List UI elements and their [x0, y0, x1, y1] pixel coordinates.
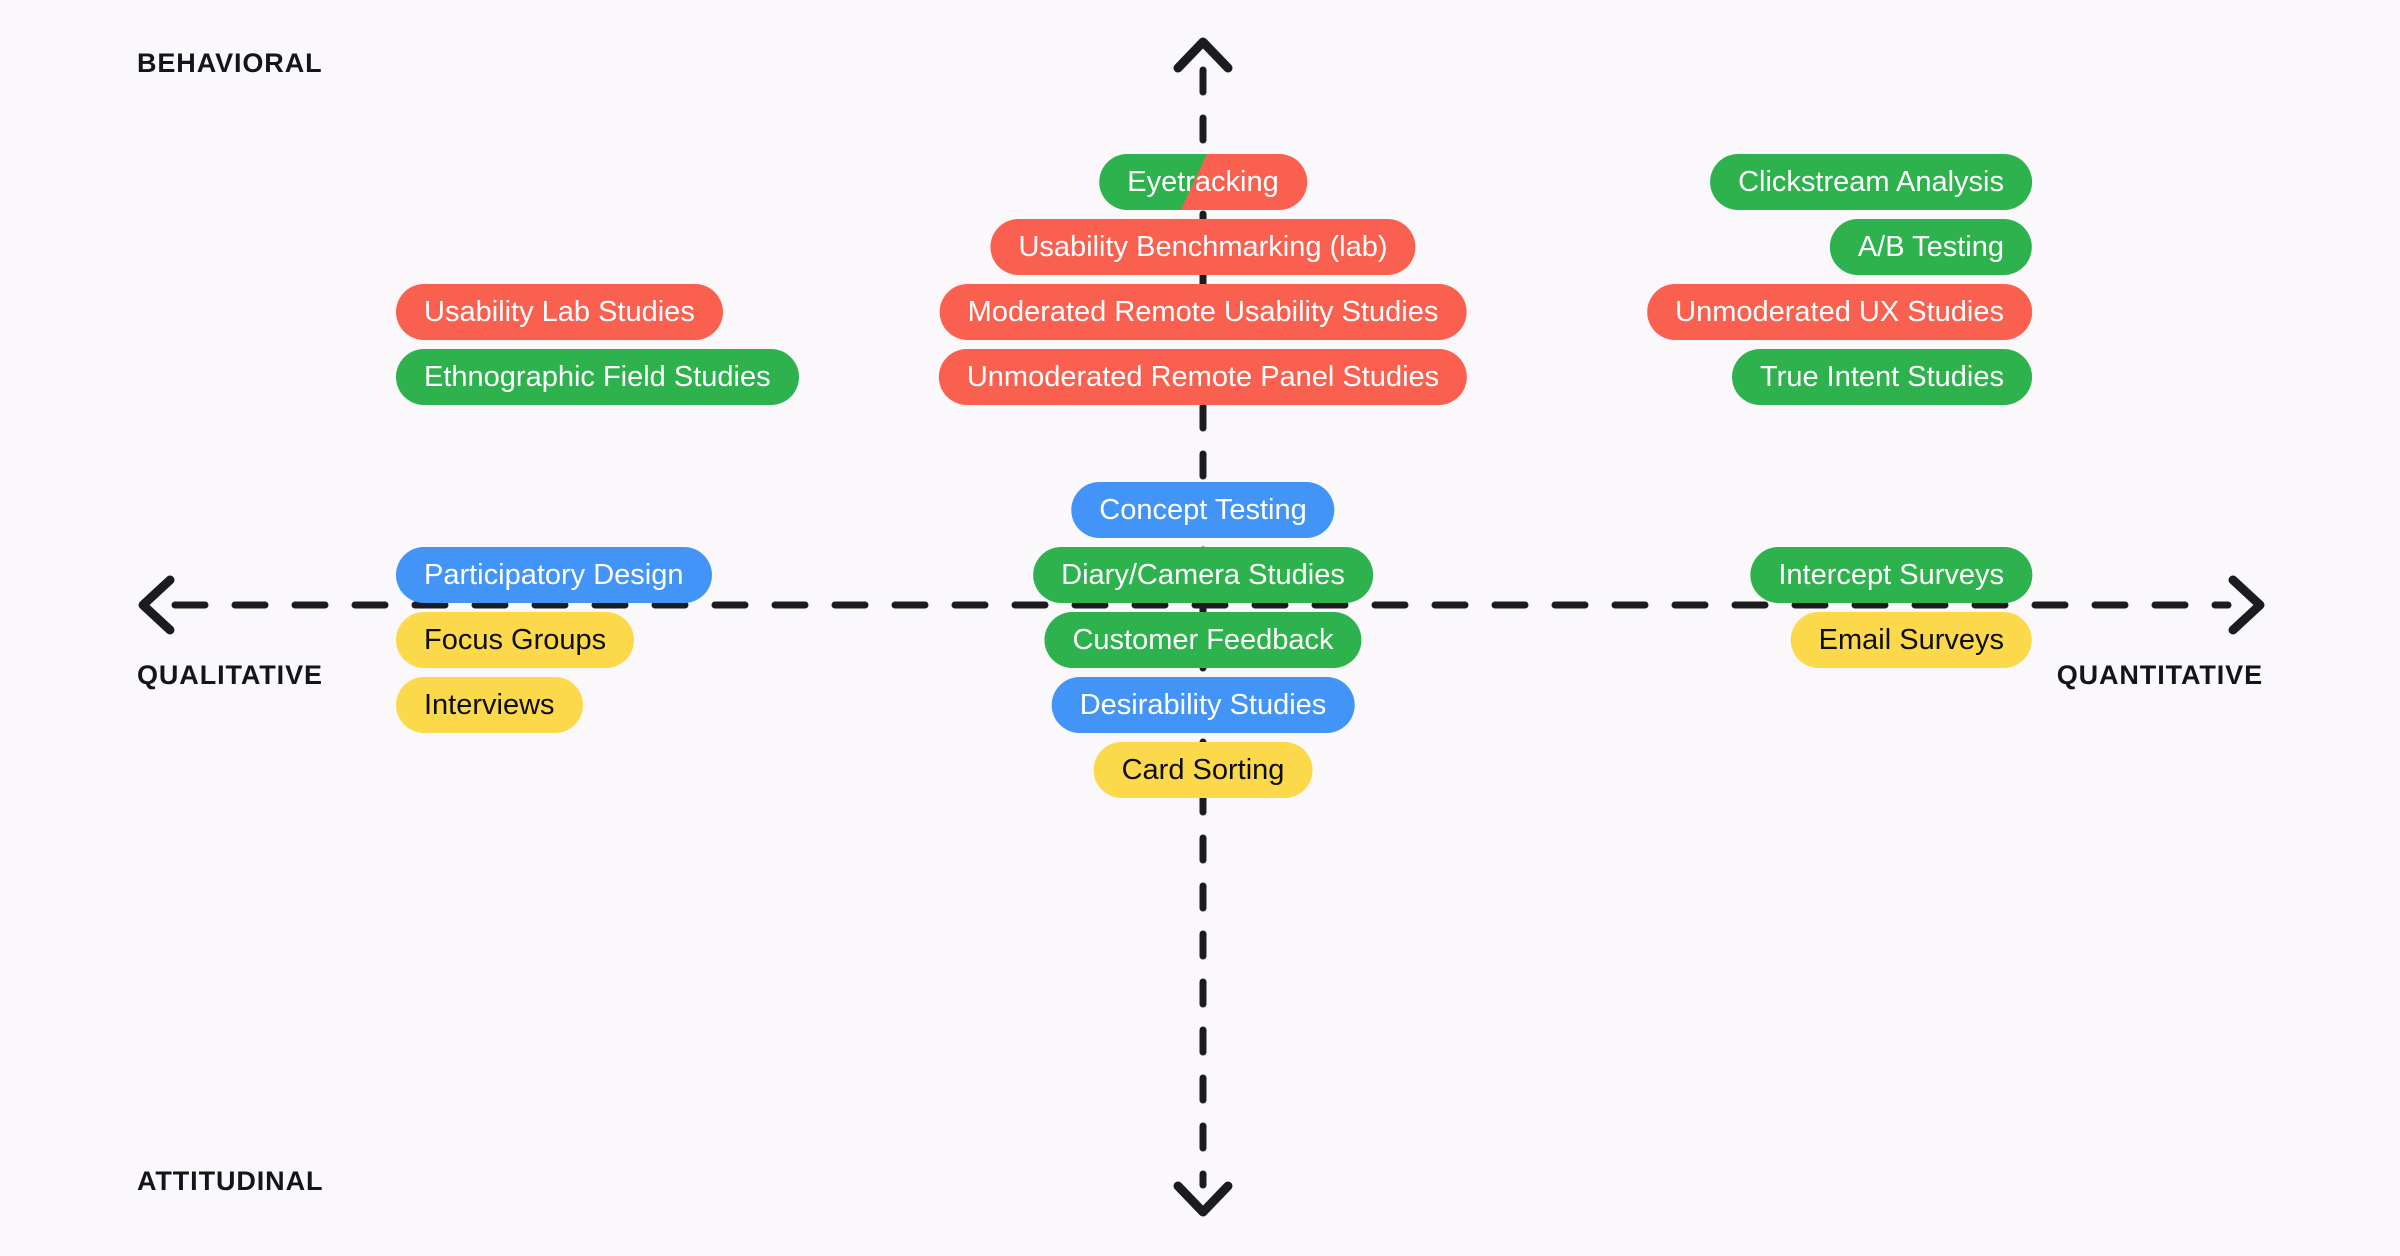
method-column-center: Desirability Studies	[1051, 673, 1355, 737]
method-column-right: Unmoderated UX Studies	[1647, 280, 2032, 344]
method-pill[interactable]: Ethnographic Field Studies	[396, 349, 799, 405]
method-row: Ethnographic Field Studies Unmoderated Re…	[0, 345, 2400, 409]
method-row: Participatory Design Diary/Camera Studies…	[0, 543, 2400, 607]
method-pill[interactable]: Customer Feedback	[1044, 612, 1362, 668]
method-column-center: Card Sorting	[1093, 738, 1313, 802]
method-column-center: Moderated Remote Usability Studies	[939, 280, 1467, 344]
method-pill[interactable]: Moderated Remote Usability Studies	[939, 284, 1467, 340]
method-column-center: Usability Benchmarking (lab)	[990, 215, 1416, 279]
method-row: Interviews Desirability Studies	[0, 673, 2400, 737]
method-pill[interactable]: Focus Groups	[396, 612, 635, 668]
method-column-left: Ethnographic Field Studies	[396, 345, 799, 409]
method-column-center: Eyetracking	[1099, 150, 1307, 214]
method-column-right: Clickstream Analysis	[1710, 150, 2032, 214]
method-column-right: A/B Testing	[1829, 215, 2032, 279]
method-row: Usability Benchmarking (lab) A/B Testing	[0, 215, 2400, 279]
method-pill[interactable]: Card Sorting	[1093, 742, 1313, 798]
method-pill[interactable]: Diary/Camera Studies	[1033, 547, 1373, 603]
method-column-left: Focus Groups	[396, 608, 635, 672]
method-column-right: Intercept Surveys	[1750, 543, 2032, 607]
method-pill[interactable]: Desirability Studies	[1051, 677, 1355, 733]
method-pill[interactable]: Participatory Design	[396, 547, 712, 603]
method-pill[interactable]: Eyetracking	[1099, 154, 1307, 210]
method-pill[interactable]: True Intent Studies	[1732, 349, 2032, 405]
method-column-center: Diary/Camera Studies	[1033, 543, 1373, 607]
method-pill[interactable]: Interviews	[396, 677, 583, 733]
method-column-center: Unmoderated Remote Panel Studies	[938, 345, 1468, 409]
method-column-left: Interviews	[396, 673, 583, 737]
method-pill[interactable]: Clickstream Analysis	[1710, 154, 2032, 210]
method-pill[interactable]: Unmoderated Remote Panel Studies	[938, 349, 1468, 405]
method-column-left: Participatory Design	[396, 543, 712, 607]
method-pill[interactable]: Concept Testing	[1071, 482, 1335, 538]
method-column-center: Concept Testing	[1071, 478, 1335, 542]
method-row: Concept Testing	[0, 478, 2400, 542]
method-row: Usability Lab Studies Moderated Remote Us…	[0, 280, 2400, 344]
axis-label-attitudinal: ATTITUDINAL	[137, 1166, 324, 1196]
method-pill[interactable]: Unmoderated UX Studies	[1647, 284, 2032, 340]
method-column-left: Usability Lab Studies	[396, 280, 723, 344]
method-pill[interactable]: Usability Lab Studies	[396, 284, 723, 340]
axis-label-quantitative: QUANTITATIVE	[2056, 660, 2263, 690]
axis-arrow-up	[1173, 37, 1233, 73]
method-pill[interactable]: Intercept Surveys	[1750, 547, 2032, 603]
method-row: Focus Groups Customer Feedback Email Surve…	[0, 608, 2400, 672]
axis-label-behavioral: BEHAVIORAL	[137, 48, 323, 78]
method-pill[interactable]: Email Surveys	[1790, 612, 2032, 668]
axis-arrow-down	[1173, 1181, 1233, 1217]
method-row: Card Sorting	[0, 738, 2400, 802]
method-column-right: True Intent Studies	[1732, 345, 2032, 409]
method-row: Eyetracking Clickstream Analysis	[0, 150, 2400, 214]
method-pill[interactable]: A/B Testing	[1829, 219, 2032, 275]
method-column-right: Email Surveys	[1790, 608, 2032, 672]
method-pill[interactable]: Usability Benchmarking (lab)	[990, 219, 1416, 275]
axis-label-qualitative: QUALITATIVE	[137, 660, 323, 690]
method-column-center: Customer Feedback	[1044, 608, 1362, 672]
